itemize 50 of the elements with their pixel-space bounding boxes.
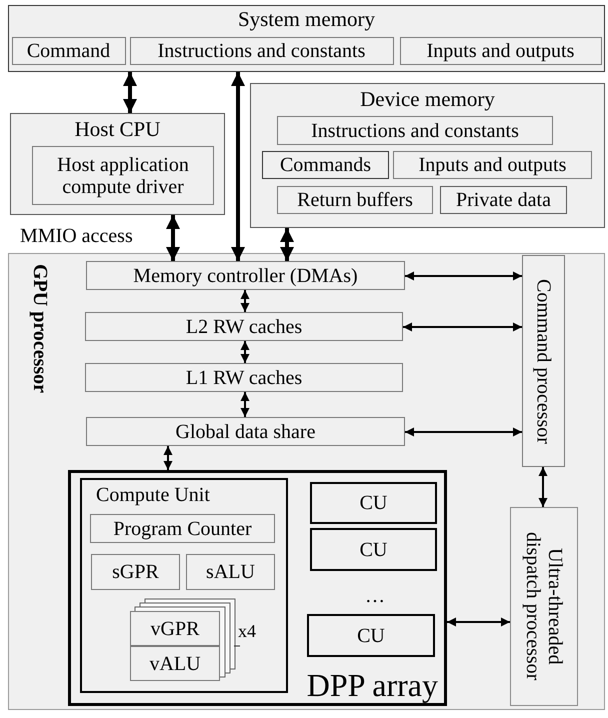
panel-heading: DPP array <box>306 668 438 703</box>
memory-region-box: Inputs and outputs <box>393 151 592 179</box>
ellipsis-label: … <box>365 585 385 607</box>
cache-box: L1 RW caches <box>85 363 403 392</box>
command-processor-box: Command processor <box>522 255 565 467</box>
double-arrow <box>166 215 180 261</box>
compute-unit-box: CU <box>307 614 435 657</box>
panel-heading: Compute Unit <box>96 484 210 506</box>
dispatch-processor-box: Ultra-threaded dispatch processor <box>510 507 578 706</box>
alu-box: sALU <box>186 554 275 590</box>
memory-region-box: Commands <box>262 151 389 179</box>
memory-region-box: Return buffers <box>277 186 433 214</box>
double-arrow <box>405 428 522 436</box>
double-arrow <box>403 322 522 332</box>
double-arrow <box>280 228 294 261</box>
panel-heading: System memory <box>236 8 376 32</box>
host-cpu-panel <box>10 113 225 215</box>
driver-box: Host application compute driver <box>32 146 214 205</box>
double-arrow <box>405 272 522 280</box>
alu-box: vALU <box>130 646 220 681</box>
memory-region-box: Inputs and outputs <box>400 36 602 64</box>
double-arrow <box>240 392 250 417</box>
register-box: sGPR <box>91 554 180 590</box>
device-memory-panel <box>250 83 605 228</box>
memory-region-box: Command <box>12 36 126 64</box>
double-arrow <box>164 446 172 470</box>
cache-box: L2 RW caches <box>85 312 403 341</box>
panel-heading: Host CPU <box>74 118 162 142</box>
system-memory-panel <box>8 5 605 72</box>
compute-unit-box: CU <box>310 482 437 524</box>
double-arrow <box>231 72 245 261</box>
memory-region-box: Instructions and constants <box>277 116 553 145</box>
memory-region-box: Instructions and constants <box>130 36 394 64</box>
register-box: Program Counter <box>90 514 275 543</box>
compute-unit-panel <box>80 478 288 693</box>
memory-controller-box: Memory controller (DMAs) <box>86 261 405 290</box>
double-arrow <box>447 618 510 626</box>
dpp-array-panel <box>68 470 447 706</box>
panel-heading: GPU processor <box>29 264 51 394</box>
double-arrow <box>240 341 250 363</box>
data-share-box: Global data share <box>86 417 405 446</box>
gpu-processor-panel <box>8 253 605 710</box>
double-arrow <box>240 290 250 312</box>
register-box: vGPR <box>130 611 220 646</box>
compute-unit-box: CU <box>310 528 437 571</box>
multiplier-label: x4 <box>238 622 256 642</box>
double-arrow <box>123 72 137 113</box>
panel-heading: Device memory <box>359 88 496 112</box>
double-arrow <box>538 467 548 507</box>
memory-region-box: Private data <box>440 186 567 214</box>
